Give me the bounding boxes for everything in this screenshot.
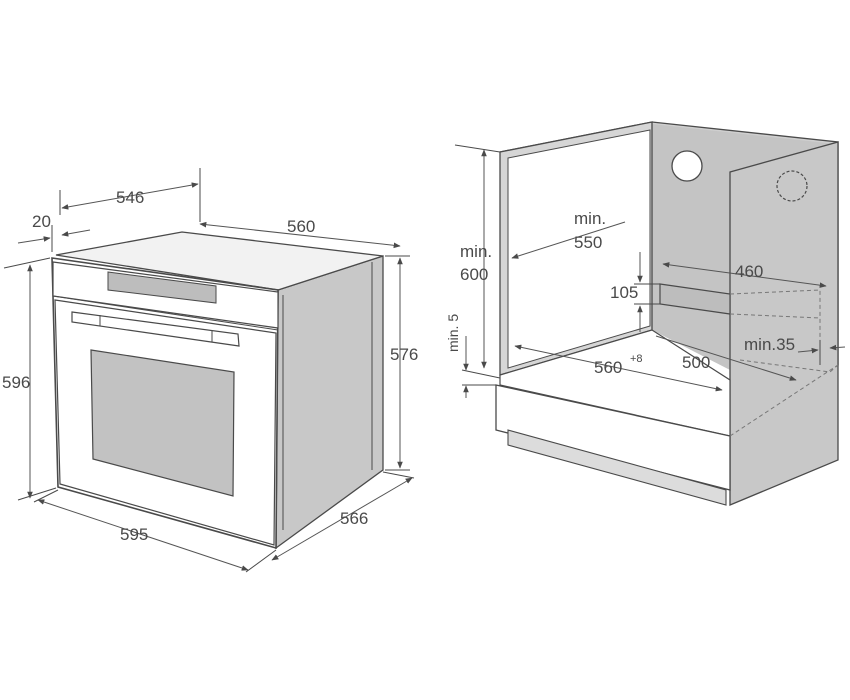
label-cabinet-min-height-prefix: min.: [460, 242, 492, 261]
label-oven-width-front: 595: [120, 525, 148, 544]
oven-handle: [71, 311, 240, 347]
label-cabinet-min-side: min.35: [744, 335, 795, 354]
label-cabinet-opening-width: 560: [594, 358, 622, 377]
label-cabinet-opening-tolerance: +8: [630, 353, 643, 365]
label-cabinet-min-depth: 550: [574, 233, 602, 252]
label-oven-depth-total: 566: [340, 509, 368, 528]
label-oven-depth-body: 546: [116, 188, 144, 207]
label-oven-height-body: 576: [390, 345, 418, 364]
label-cabinet-opening-depth: 500: [682, 353, 710, 372]
cabinet-right-wall: [729, 141, 839, 506]
oven-window: [90, 349, 235, 497]
cabinet-dimension-lines: [454, 144, 846, 398]
cabinet-cable-hole-rear: [776, 170, 808, 202]
cabinet-drawing: [495, 121, 839, 506]
oven-drawing: [51, 231, 384, 550]
label-oven-width-body: 560: [287, 217, 315, 236]
label-cabinet-min-gap: min. 5: [445, 314, 461, 352]
label-oven-front-protrusion: 20: [32, 212, 51, 231]
label-cabinet-min-depth-prefix: min.: [574, 209, 606, 228]
cabinet-base-rail: [495, 384, 731, 491]
oven-dimension-lines: [3, 168, 415, 573]
label-oven-height-total: 596: [2, 373, 30, 392]
cabinet-plinth: [507, 429, 727, 506]
label-cabinet-vent-height: 105: [610, 283, 638, 302]
oven-display: [107, 271, 217, 304]
label-cabinet-vent-width: 460: [735, 262, 763, 281]
cabinet-cable-hole: [671, 150, 703, 182]
label-cabinet-min-height: 600: [460, 265, 488, 284]
